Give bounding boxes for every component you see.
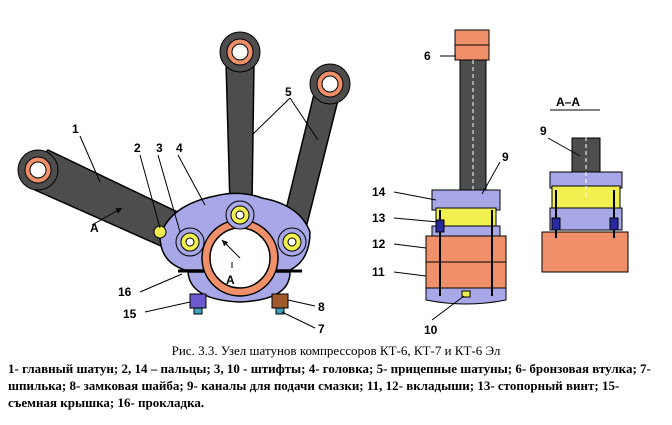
label-5: 5 [285, 85, 292, 99]
label-14: 14 [372, 185, 386, 199]
dowel-pin [153, 225, 167, 239]
label-9-side: 9 [502, 150, 509, 164]
side-dowel [461, 290, 471, 298]
side-view [393, 29, 507, 321]
connecting-rod-assembly-drawing: 1 2 3 4 5 А А 16 15 8 7 6 9 14 13 12 11 … [17, 29, 629, 337]
label-13: 13 [372, 211, 386, 225]
rod-eye-diagonal [309, 63, 351, 105]
label-a-rod: А [90, 221, 99, 235]
rod-eye-vertical [219, 31, 261, 73]
articulated-rod-vertical [225, 61, 255, 206]
stud-right [275, 307, 285, 315]
label-6: 6 [424, 49, 431, 63]
nut-left [189, 293, 207, 309]
label-section-aa: А–А [556, 95, 580, 109]
label-15: 15 [123, 307, 137, 321]
pin-boss-top [225, 200, 255, 230]
side-pin [435, 207, 497, 227]
label-11: 11 [372, 265, 385, 279]
callout-labels: 1 2 3 4 5 А А 16 15 8 7 6 9 14 13 12 11 … [72, 49, 580, 337]
rod-eye-main [17, 149, 59, 191]
label-10: 10 [424, 323, 438, 337]
label-16: 16 [118, 285, 132, 299]
pin-boss-right [277, 227, 307, 257]
pin-boss-left [175, 227, 205, 257]
label-2: 2 [134, 141, 141, 155]
label-12: 12 [372, 237, 386, 251]
section-head-mid [549, 207, 623, 231]
side-head-upper [431, 189, 501, 211]
stud-left [193, 307, 203, 315]
figure-legend: 1- главный шатун; 2, 14 – пальцы; 3, 10 … [8, 361, 651, 410]
label-4: 4 [176, 141, 183, 155]
label-a-center: А [226, 273, 235, 287]
nut-right [271, 293, 289, 309]
section-view [541, 109, 629, 273]
label-1: 1 [72, 122, 79, 136]
figure-caption: Рис. 3.3. Узел шатунов компрессоров КТ-6… [171, 343, 501, 358]
label-3: 3 [156, 141, 163, 155]
label-8: 8 [318, 300, 325, 314]
main-view [17, 31, 351, 329]
section-liner [541, 231, 629, 273]
label-9-section: 9 [540, 124, 547, 138]
label-7: 7 [318, 322, 325, 336]
